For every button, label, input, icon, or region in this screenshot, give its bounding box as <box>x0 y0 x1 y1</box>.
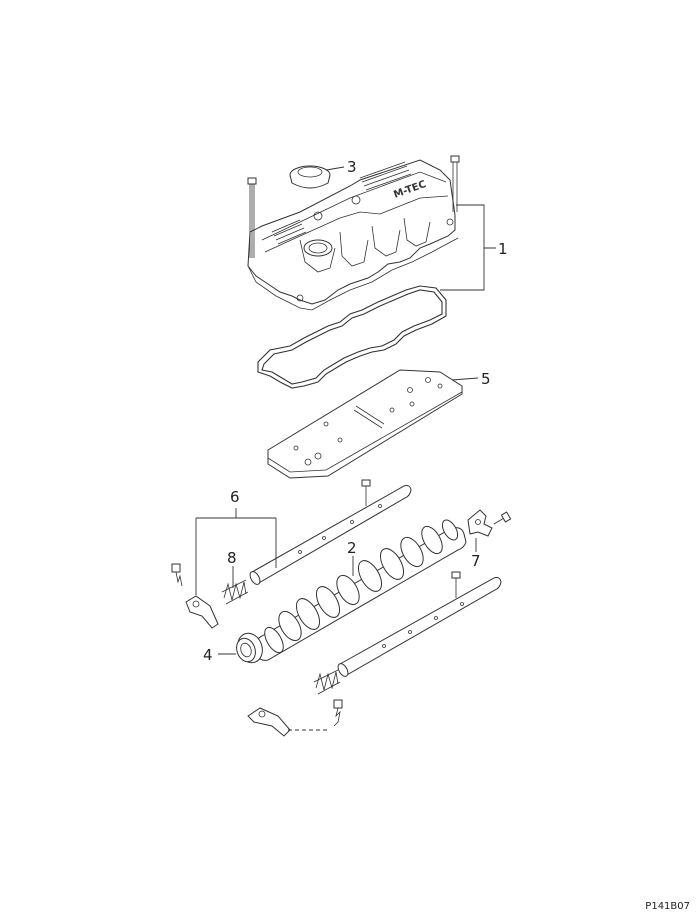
rocker-cover[interactable] <box>247 159 459 311</box>
rocker-adjust-screw-upper[interactable] <box>171 563 183 587</box>
thrust-plate[interactable] <box>467 509 493 537</box>
camshaft[interactable] <box>255 517 467 661</box>
figure-code: P141B07 <box>645 901 690 912</box>
shaft-bolt-lower[interactable] <box>451 571 461 598</box>
cover-bolt-left[interactable] <box>247 177 257 258</box>
leader-3 <box>325 166 345 171</box>
rocker-shaft-upper[interactable] <box>248 485 412 587</box>
callout-5: 5 <box>481 370 491 388</box>
rocker-shaft-spring-lower[interactable] <box>313 669 341 695</box>
camshaft-oil-seal[interactable] <box>233 630 266 666</box>
cover-bolt-right[interactable] <box>450 155 460 212</box>
callout-4: 4 <box>203 646 213 664</box>
callout-1: 1 <box>498 240 508 258</box>
thrust-plate-bolt[interactable] <box>493 511 512 525</box>
rocker-shaft-lower[interactable] <box>336 577 502 679</box>
shaft-bolt-upper[interactable] <box>361 479 371 506</box>
rocker-arm-upper[interactable] <box>185 595 219 629</box>
callout-7: 7 <box>471 552 481 570</box>
leader-6 <box>195 508 277 595</box>
callout-3: 3 <box>347 158 357 176</box>
rocker-shaft-spring-upper[interactable] <box>221 579 249 605</box>
callout-6: 6 <box>230 488 240 506</box>
rocker-arm-lower[interactable] <box>247 707 291 737</box>
leader-5 <box>451 377 479 381</box>
rocker-adjust-screw-lower[interactable] <box>333 699 343 727</box>
head-cover-gasket[interactable] <box>257 285 447 389</box>
baffle-plate[interactable] <box>267 369 463 479</box>
leader-1 <box>440 204 496 291</box>
callout-2: 2 <box>347 539 357 557</box>
callout-8: 8 <box>227 549 237 567</box>
oil-filler-cap[interactable] <box>289 165 331 189</box>
